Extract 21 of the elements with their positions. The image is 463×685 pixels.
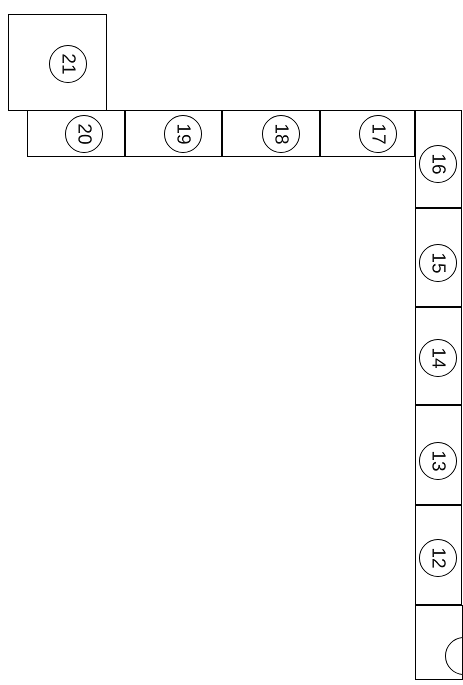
module-box [27,110,125,157]
module-box [415,110,462,208]
module-box [415,405,462,505]
module-box [222,110,320,157]
callout-number: 20 [65,115,103,153]
callout-number: 12 [419,539,457,577]
box-outline [415,605,463,680]
callout-number: 19 [164,115,202,153]
module-box [125,110,222,157]
callout-number: 14 [419,339,457,377]
module-box [320,110,415,157]
callout-number: 16 [419,145,457,183]
callout-number: 15 [419,244,457,282]
module-box [8,14,107,111]
module-box [415,307,462,405]
callout-number: 18 [262,115,300,153]
callout-number: 17 [359,115,397,153]
callout-number: 21 [49,45,87,83]
module-box [415,208,462,307]
module-box [415,505,462,605]
callout-number: 13 [419,442,457,480]
